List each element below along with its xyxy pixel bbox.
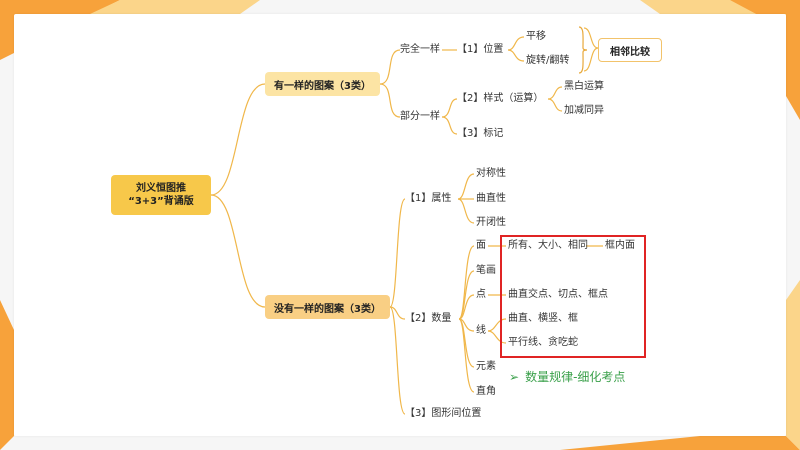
node-weizhi: 【1】位置 [457,44,504,55]
node-xuanzhuan: 旋转/翻转 [526,55,570,66]
note-text: 数量规律-细化考点 [525,370,626,384]
node-bihua: 笔画 [476,265,496,276]
node-dian: 点 [476,289,486,300]
node-xian: 线 [476,325,486,336]
node-xian-detail-2: 平行线、贪吃蛇 [508,337,578,348]
node-tuxingjian: 【3】图形间位置 [405,408,482,419]
node-pingyi: 平移 [526,31,546,42]
node-mian-detail: 所有、大小、相同 [508,240,588,251]
node-heibai: 黑白运算 [564,81,604,92]
branch-no-same-pattern: 没有一样的图案（3类） [265,295,390,319]
node-shuxing: 【1】属性 [405,193,452,204]
node-bufen: 部分一样 [400,111,440,122]
node-jiajian: 加减同异 [564,105,604,116]
node-xian-detail-1: 曲直、横竖、框 [508,313,578,324]
brace-icon [578,26,588,74]
node-mian: 面 [476,240,486,251]
node-quzhi: 曲直性 [476,193,506,204]
content-card [14,14,786,436]
node-kaibi: 开闭性 [476,217,506,228]
node-kuangneimian: 框内面 [605,240,635,251]
root-title: 刘义恒图推 [136,183,186,194]
arrow-bullet-icon: ➢ [509,370,520,384]
root-subtitle: “3+3”背诵版 [128,196,194,207]
node-biaoji: 【3】标记 [457,128,504,139]
note-annotation: ➢ 数量规律-细化考点 [509,368,625,385]
highlight-box [500,235,646,358]
root-node: 刘义恒图推 “3+3”背诵版 [111,175,211,215]
branch-same-pattern: 有一样的图案（3类） [265,72,380,96]
node-shuliang: 【2】数量 [405,313,452,324]
node-duichen: 对称性 [476,168,506,179]
node-wanquan: 完全一样 [400,44,440,55]
node-dian-detail: 曲直交点、切点、框点 [508,289,608,300]
node-xianglin: 相邻比较 [598,38,662,62]
node-yuansu: 元素 [476,361,496,372]
node-yangshi: 【2】样式（运算） [457,93,544,104]
node-zhijiao: 直角 [476,386,496,397]
